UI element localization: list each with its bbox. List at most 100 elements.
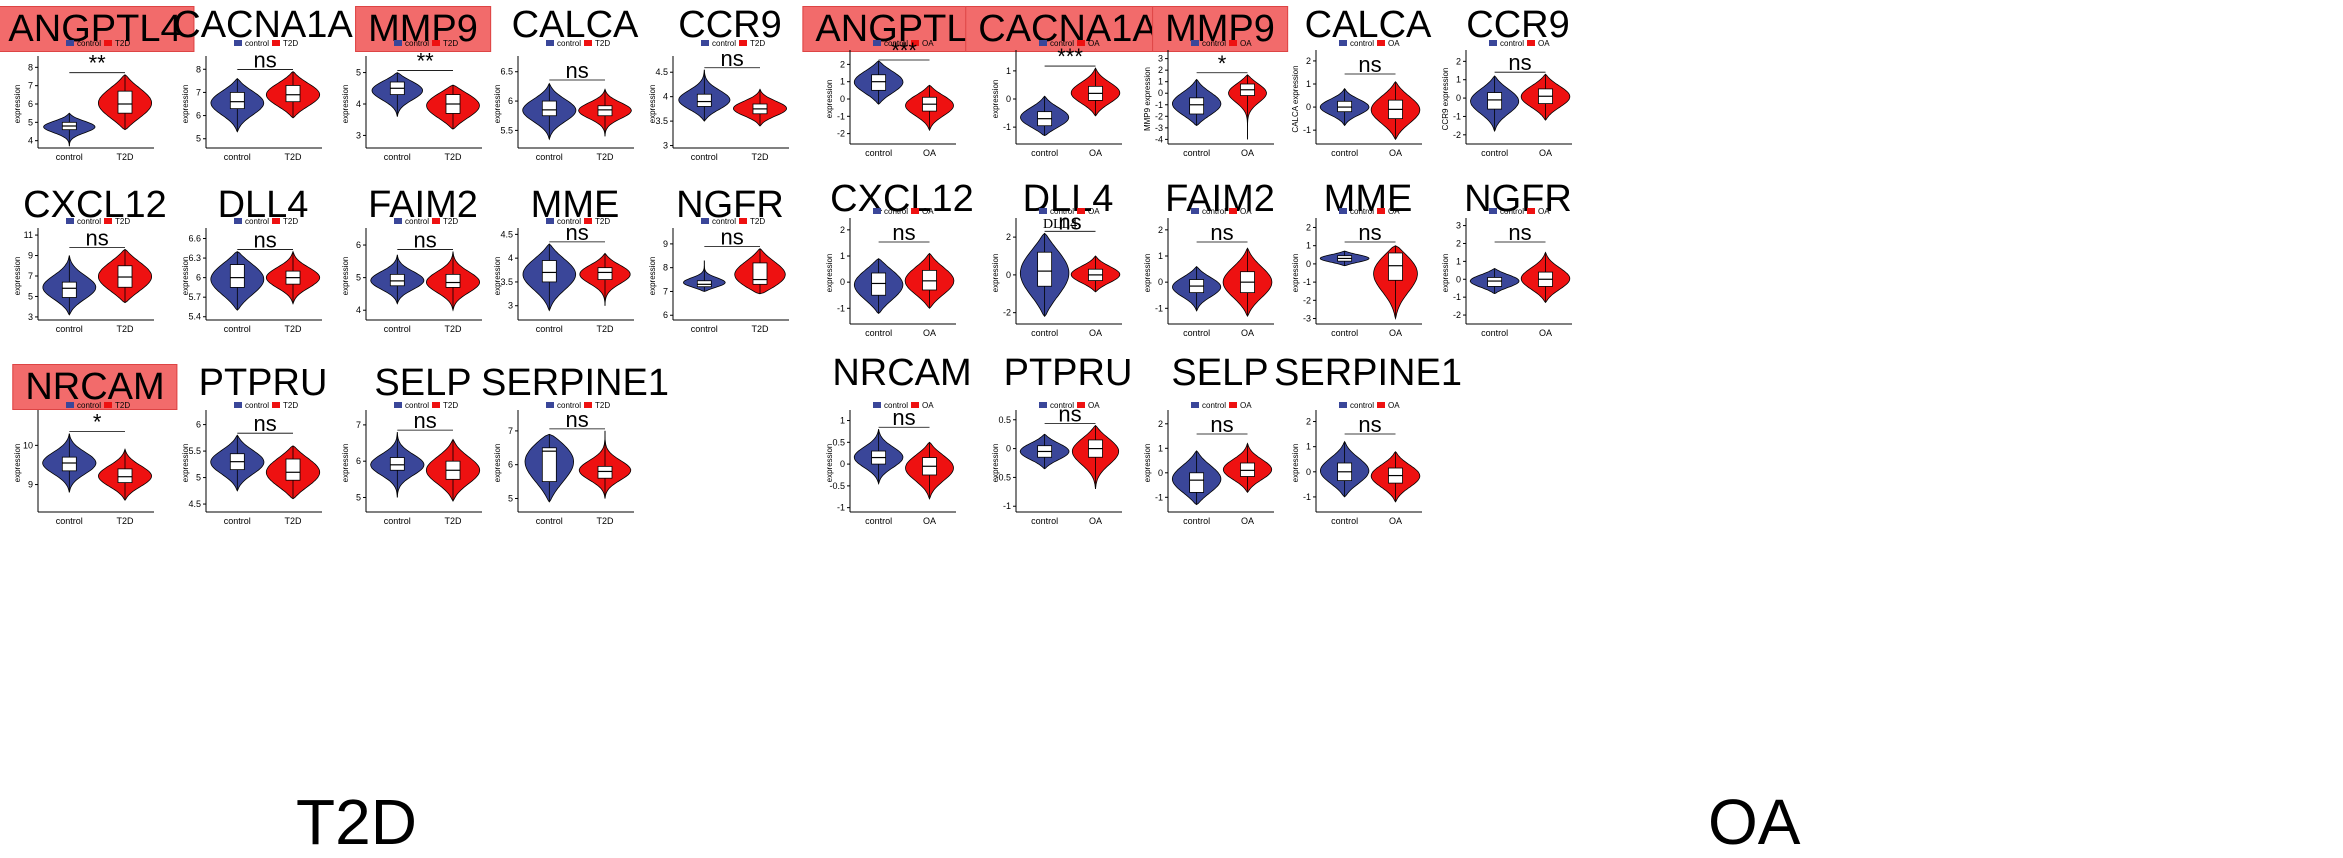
y-tick-label: 9 [28, 251, 33, 261]
x-tick-label: OA [1241, 516, 1254, 526]
legend-label-disease: T2D [115, 401, 130, 410]
legend-swatch-disease [584, 402, 592, 408]
chart-title: DLL4 [217, 184, 309, 226]
legend-label-control: control [1500, 39, 1524, 48]
y-tick-label: 1 [1306, 442, 1311, 452]
legend-swatch-disease [584, 218, 592, 224]
x-tick-label: control [1183, 148, 1210, 158]
y-axis-label: CALCA expression [1291, 65, 1300, 132]
significance-label: ns [254, 48, 277, 73]
legend-label-control: control [1050, 39, 1074, 48]
x-tick-label: T2D [284, 516, 302, 526]
y-tick-label: 2 [1306, 56, 1311, 66]
y-tick-label: -1 [1303, 492, 1311, 502]
legend-label-control: control [1202, 39, 1226, 48]
y-tick-label: 0 [840, 459, 845, 469]
legend-swatch-control [873, 40, 881, 46]
legend-label-disease: OA [1240, 39, 1252, 48]
x-tick-label: control [224, 324, 251, 334]
y-tick-label: 6.5 [500, 67, 513, 77]
y-tick-label: 1 [1306, 241, 1311, 251]
y-tick-label: 2 [1306, 417, 1311, 427]
box-control [1487, 277, 1503, 287]
y-axis-label: expression [13, 85, 22, 124]
y-tick-label: 7 [28, 271, 33, 281]
legend-label-disease: T2D [595, 401, 610, 410]
y-tick-label: 6 [196, 420, 201, 430]
chart-title: NGFR [676, 184, 784, 226]
legend-swatch-disease [1377, 40, 1385, 46]
y-tick-label: 0 [1306, 102, 1311, 112]
legend-label-disease: OA [1538, 39, 1550, 48]
y-tick-label: 2 [1158, 65, 1163, 75]
y-axis-label: expression [493, 257, 502, 296]
y-tick-label: 2 [1006, 232, 1011, 242]
significance-label: ns [892, 220, 915, 245]
legend-label-control: control [557, 39, 581, 48]
y-tick-label: -1 [1155, 100, 1163, 110]
legend-label-control: control [1500, 207, 1524, 216]
chart-title: MMP9 [355, 6, 491, 52]
significance-label: *** [1057, 44, 1083, 69]
y-tick-label: 2 [1158, 225, 1163, 235]
legend-label-disease: T2D [443, 39, 458, 48]
y-tick-label: 3 [663, 141, 668, 151]
legend-swatch-disease [1077, 402, 1085, 408]
legend-swatch-control [701, 218, 709, 224]
y-tick-label: 4 [663, 92, 668, 102]
y-tick-label: 5.4 [188, 312, 201, 322]
y-tick-label: 6 [663, 310, 668, 320]
y-tick-label: 4.5 [188, 499, 201, 509]
legend-swatch-control [701, 40, 709, 46]
y-tick-label: -3 [1155, 123, 1163, 133]
y-tick-label: -1 [1003, 501, 1011, 511]
y-tick-label: 10 [23, 440, 33, 450]
significance-label: ** [89, 51, 107, 76]
y-tick-label: 8 [663, 263, 668, 273]
legend-swatch-disease [272, 402, 280, 408]
chart-title: MME [530, 184, 620, 226]
chart-title: CACNA1A [965, 6, 1171, 52]
legend-label-control: control [557, 217, 581, 226]
legend-label-control: control [77, 217, 101, 226]
y-tick-label: 4 [356, 99, 361, 109]
y-tick-label: 9 [663, 239, 668, 249]
y-axis-label: expression [991, 444, 1000, 483]
chart-title: MME [1323, 178, 1413, 220]
y-tick-label: 1 [1158, 443, 1163, 453]
legend-label-disease: OA [1088, 401, 1100, 410]
y-tick-label: -0.5 [829, 481, 845, 491]
legend-swatch-disease [1527, 40, 1535, 46]
legend-label-disease: OA [1088, 207, 1100, 216]
y-axis-label: expression [181, 257, 190, 296]
y-tick-label: 0.5 [832, 437, 845, 447]
legend-swatch-control [546, 40, 554, 46]
y-tick-label: 1 [840, 77, 845, 87]
y-tick-label: 6 [508, 96, 513, 106]
x-tick-label: control [384, 152, 411, 162]
box-t2d [117, 468, 133, 484]
y-tick-label: 11 [24, 230, 33, 240]
chart-title: NRCAM [832, 352, 972, 394]
legend-label-control: control [884, 207, 908, 216]
y-axis-label: MMP9 expression [1143, 67, 1152, 131]
y-tick-label: 6 [356, 240, 361, 250]
legend-label-control: control [1202, 401, 1226, 410]
y-tick-label: 3.5 [500, 277, 513, 287]
box-control [61, 281, 77, 298]
legend-swatch-disease [739, 40, 747, 46]
legend-swatch-disease [1229, 208, 1237, 214]
y-tick-label: -2 [837, 129, 845, 139]
legend-swatch-disease [104, 40, 112, 46]
legend-label-disease: OA [1388, 401, 1400, 410]
y-tick-label: -1 [1303, 125, 1311, 135]
legend-swatch-control [546, 402, 554, 408]
legend-swatch-disease [1229, 402, 1237, 408]
legend-label-disease: OA [1388, 207, 1400, 216]
